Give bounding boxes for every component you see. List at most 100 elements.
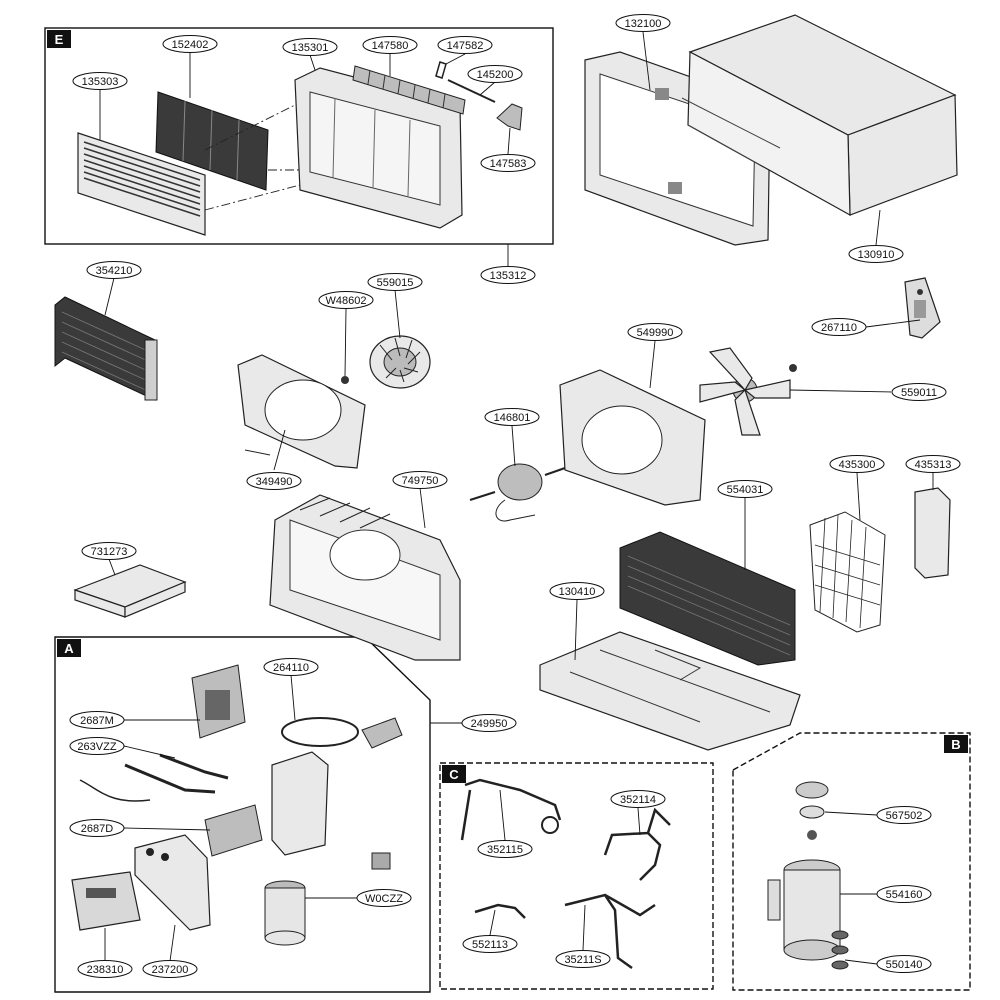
chassis-base-130410 <box>539 631 801 751</box>
callout-text: 152402 <box>172 39 209 51</box>
callout-238310: 238310 <box>77 960 133 978</box>
remote-control-267110 <box>904 277 941 339</box>
callout-130410: 130410 <box>549 582 605 600</box>
callout-text: 2687M <box>80 715 114 727</box>
coil-guard-435300 <box>809 511 886 633</box>
callout-749750: 749750 <box>392 471 448 489</box>
cabinet-130910 <box>681 14 958 217</box>
callout-text: 132100 <box>625 18 662 30</box>
evaporator-coil-554031 <box>619 531 796 666</box>
callout-text: 749750 <box>402 475 439 487</box>
callout-text: 559011 <box>901 387 937 399</box>
tube-352115 <box>460 778 562 841</box>
callout-237200: 237200 <box>142 960 198 978</box>
callout-text: 35211S <box>564 954 601 966</box>
callout-263vzz: 263VZZ <box>69 737 125 755</box>
chain-lines-e <box>204 104 301 211</box>
leader-lines <box>99 31 934 965</box>
callout-267110: 267110 <box>811 318 867 336</box>
callout-567502: 567502 <box>876 806 932 824</box>
section-e-frame: E <box>44 27 554 245</box>
control-cover-238310 <box>71 871 141 931</box>
callout-146801: 146801 <box>484 408 540 426</box>
section-a-frame: A <box>54 636 431 993</box>
callout-text: 135312 <box>490 270 527 282</box>
section-b-frame: B <box>732 732 971 991</box>
base-pan-749750 <box>269 494 461 661</box>
callout-text: 349490 <box>256 476 293 488</box>
screw-w48602 <box>341 376 349 384</box>
callout-text: 554160 <box>886 889 923 901</box>
callout-text: 354210 <box>96 265 133 277</box>
callout-152402: 152402 <box>162 35 218 53</box>
callout-135312: 135312 <box>480 266 536 284</box>
control-box-2687m <box>191 664 246 739</box>
grommets-550140 <box>831 930 849 970</box>
callout-w48602: W48602 <box>318 291 374 309</box>
callout-147582: 147582 <box>437 36 493 54</box>
callout-352114: 352114 <box>610 790 666 808</box>
callout-550140: 550140 <box>876 955 932 973</box>
callout-text: 238310 <box>87 964 124 976</box>
callout-135303: 135303 <box>72 72 128 90</box>
callout-2687d: 2687D <box>69 819 125 837</box>
bracket-435313 <box>914 487 951 579</box>
display-board-237200 <box>134 834 211 931</box>
power-cord-264110 <box>281 717 403 749</box>
callout-text: 147583 <box>490 158 527 170</box>
callout-249950: 249950 <box>461 714 517 732</box>
callout-559011: 559011 <box>891 383 947 401</box>
callout-264110: 264110 <box>263 658 319 676</box>
callout-w0czz: W0CZZ <box>356 889 412 907</box>
callout-text: 263VZZ <box>77 741 116 753</box>
section-label-a: A <box>64 641 74 656</box>
callout-2687m: 2687M <box>69 711 125 729</box>
callout-145200: 145200 <box>467 65 523 83</box>
callout-text: 567502 <box>886 810 923 822</box>
louver-147580 <box>352 65 466 115</box>
callout-549990: 549990 <box>627 323 683 341</box>
callout-text: W0CZZ <box>365 893 403 905</box>
callout-text: 2687D <box>81 823 113 835</box>
callout-731273: 731273 <box>81 542 137 560</box>
section-label-e: E <box>55 32 64 47</box>
callout-text: 135301 <box>292 42 329 54</box>
callout-text: 352115 <box>487 844 523 856</box>
callout-text: 130910 <box>858 249 895 261</box>
compressor-554160 <box>767 859 841 961</box>
callout-130910: 130910 <box>848 245 904 263</box>
callout-text: W48602 <box>326 295 367 307</box>
section-c-frame: C <box>439 762 714 990</box>
callout-349490: 349490 <box>246 472 302 490</box>
condenser-coil-354210 <box>54 296 158 401</box>
callout-text: 550140 <box>886 959 923 971</box>
air-filter-152402 <box>155 91 269 191</box>
callout-text: 731273 <box>91 546 128 558</box>
callout-135301: 135301 <box>282 38 338 56</box>
callout-text: 264110 <box>273 662 309 674</box>
callout-text: 146801 <box>494 412 531 424</box>
callout-text: 130410 <box>559 586 596 598</box>
callout-text: 147582 <box>447 40 484 52</box>
condenser-fan-559011 <box>699 347 797 436</box>
callout-35211s: 35211S <box>555 950 611 968</box>
callout-554031: 554031 <box>717 480 773 498</box>
callout-354210: 354210 <box>86 261 142 279</box>
wire-harness-263vzz <box>79 753 229 802</box>
callout-text: 559015 <box>377 277 414 289</box>
section-label-c: C <box>449 767 459 782</box>
callout-text: 352114 <box>620 794 656 806</box>
callout-text: 249950 <box>471 718 508 730</box>
callout-text: 267110 <box>821 322 857 334</box>
blower-housing-349490 <box>237 354 366 469</box>
fan-motor-146801 <box>469 463 566 522</box>
callout-text: 554031 <box>727 484 764 496</box>
front-grille-135303 <box>77 132 206 236</box>
callout-147580: 147580 <box>362 36 418 54</box>
blower-wheel-559015 <box>369 335 431 389</box>
callout-text: 135303 <box>82 76 119 88</box>
tube-552113 <box>474 903 526 919</box>
callout-435313: 435313 <box>905 455 961 473</box>
callout-147583: 147583 <box>480 154 536 172</box>
callout-text: 435300 <box>839 459 876 471</box>
